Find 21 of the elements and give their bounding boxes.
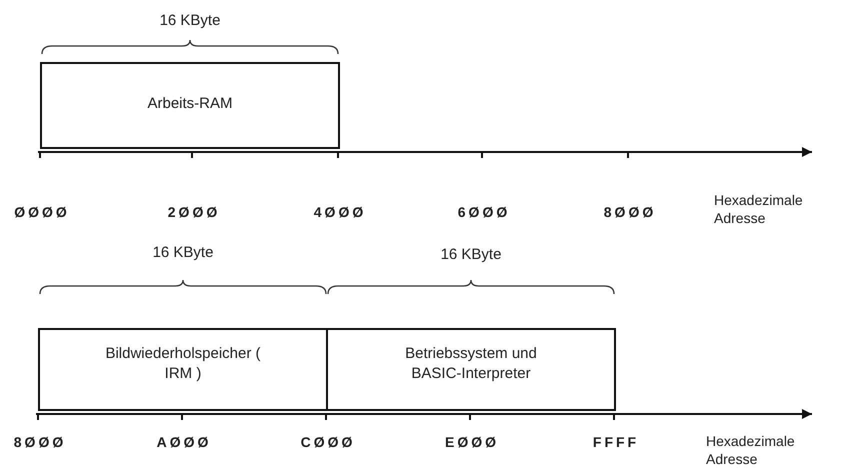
axis-title: Hexadezimale Adresse	[706, 432, 796, 468]
address-tick-label: FFFF	[592, 434, 640, 450]
address-tick-label: ØØØØ	[14, 204, 70, 220]
address-tick-label: AØØØ	[156, 434, 212, 450]
axis-title: Hexadezimale Adresse	[714, 191, 804, 227]
address-tick-label: CØØØ	[300, 434, 356, 450]
block-label: Bildwiederholspeicher ( IRM )	[104, 344, 262, 384]
block-label: Betriebssystem und BASIC-Interpreter	[404, 344, 538, 384]
memory-block	[40, 62, 340, 149]
address-tick-label: EØØØ	[445, 434, 499, 450]
block-label: Arbeits-RAM	[146, 94, 234, 114]
size-label: 16 KByte	[440, 246, 502, 263]
address-tick-label: 8ØØØ	[14, 434, 66, 450]
size-label: 16 KByte	[152, 244, 214, 261]
address-tick-label: 2ØØØ	[168, 204, 220, 220]
address-tick-label: 4ØØØ	[314, 204, 366, 220]
address-tick-label: 8ØØØ	[604, 204, 656, 220]
size-label: 16 KByte	[160, 12, 220, 29]
memory-block	[38, 328, 328, 411]
memory-block	[326, 328, 616, 411]
address-tick-label: 6ØØØ	[458, 204, 510, 220]
